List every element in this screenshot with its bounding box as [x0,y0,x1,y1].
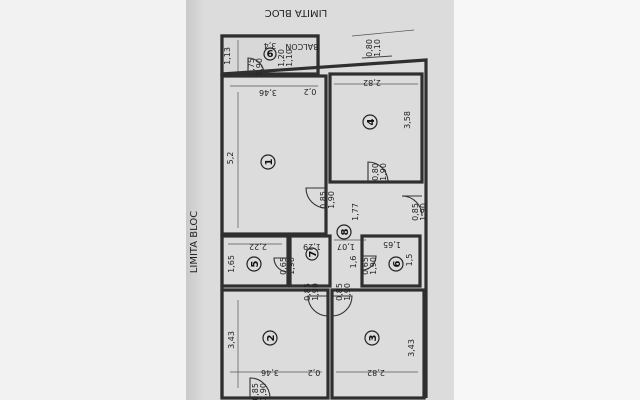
room-3-marker [364,330,380,346]
room-2-number: 2 [266,334,277,341]
balcony-door-height: 1,90 [255,58,264,76]
room-2-width: 3,46 [261,368,279,377]
room-6-number: 6 [392,260,403,267]
room-6-length: 1,5 [405,254,414,267]
bottom-door-width: 0,85 [251,383,260,400]
balcony-door-width: 0,75 [247,58,256,76]
room-6-walls [360,234,422,288]
window-r4-height: 1,10 [373,39,382,57]
room-2-door-width: 0,85 [303,283,312,301]
hall-height: 1,6 [349,256,358,269]
room-3-door-width: 0,85 [335,283,344,301]
room-4-walls [328,72,424,184]
room-7-number: 7 [308,250,319,257]
room-9-number: 9 [266,47,273,58]
room-1-walls [220,74,328,236]
room-5-length: 1,65 [227,255,236,273]
room-2-walls [220,288,330,400]
entry-door-swing [401,195,423,217]
paper-shadow [186,0,204,400]
room-8-number: 8 [340,228,351,235]
room-2-door-height: 1,90 [311,283,320,301]
room-5-walls [220,234,290,288]
room-7-width: 1,29 [303,242,321,251]
room-1-door-swing [305,187,327,209]
background-surface [454,0,640,400]
room-7-marker [305,247,319,261]
bottom-door-swing [249,377,271,399]
room-4-door-width: 0,80 [371,163,380,181]
annotation-stroke [351,29,415,37]
balcony-height: 1,13 [223,47,232,65]
room-2-wall-thickness: 0,2 [308,368,321,377]
room-1-length: 5,2 [226,152,235,165]
room-3-door-height: 1,90 [343,283,352,301]
room-4-door-height: 1,90 [379,163,388,181]
room-6-door-height: 1,90 [369,257,378,275]
hall-width: 1,07 [337,242,355,251]
room-1-door-width: 0,85 [319,191,328,209]
balcony-window-width: 1,20 [277,49,286,67]
room-5-number: 5 [250,260,261,267]
room-5-width: 2,22 [249,242,267,251]
room-4-width: 2,82 [363,78,381,87]
window-r4-width: 0,80 [365,39,374,57]
room-1-door-height: 1,90 [327,191,336,209]
window-room-4-top [361,55,393,59]
room-4-marker [362,114,378,130]
room-3-width: 2,82 [367,368,385,377]
room-1-marker [260,154,276,170]
entry-door-width: 0,85 [411,203,420,221]
room-8-marker [336,224,352,240]
balcony-window-height: 1,10 [285,49,294,67]
room-6-door-width: 0,65 [361,257,370,275]
room-2-door-swing [307,295,329,317]
room-5-door-width: 0,65 [279,257,288,275]
room-2-length: 3,43 [227,331,236,349]
room-1-width: 3,46 [259,88,277,97]
room-4-length: 3,58 [403,111,412,129]
hall-length: 1,77 [351,203,360,221]
room-5-door-swing [273,257,289,273]
balcony-outline [220,34,320,76]
balcony-label: BALCON [285,42,318,51]
bottom-door-height: 1,90 [259,383,268,400]
room-9-marker [263,47,277,61]
room-3-door-swing [331,295,353,317]
room-7-walls [288,234,332,288]
room-5-marker [246,256,262,272]
room-3-walls [330,288,426,400]
room-3-number: 3 [368,334,379,341]
room-4-door-swing [367,161,389,183]
entry-door-height: 1,90 [419,203,428,221]
room-2-marker [262,330,278,346]
balcony-width: 3,4 [264,41,277,50]
room-1-number: 1 [264,158,275,165]
left-boundary-label: LIMITA BLOC [189,211,200,273]
room-3-length: 3,43 [407,339,416,357]
outer-wall-top-right [221,58,428,398]
room-6-width: 1,65 [383,240,401,249]
top-boundary-label: LIMITA BLOC [265,7,327,18]
room-6-door-swing [361,255,377,271]
room-1-wall-thickness: 0,2 [304,87,317,96]
room-4-number: 4 [366,118,377,125]
room-6-marker [388,256,404,272]
